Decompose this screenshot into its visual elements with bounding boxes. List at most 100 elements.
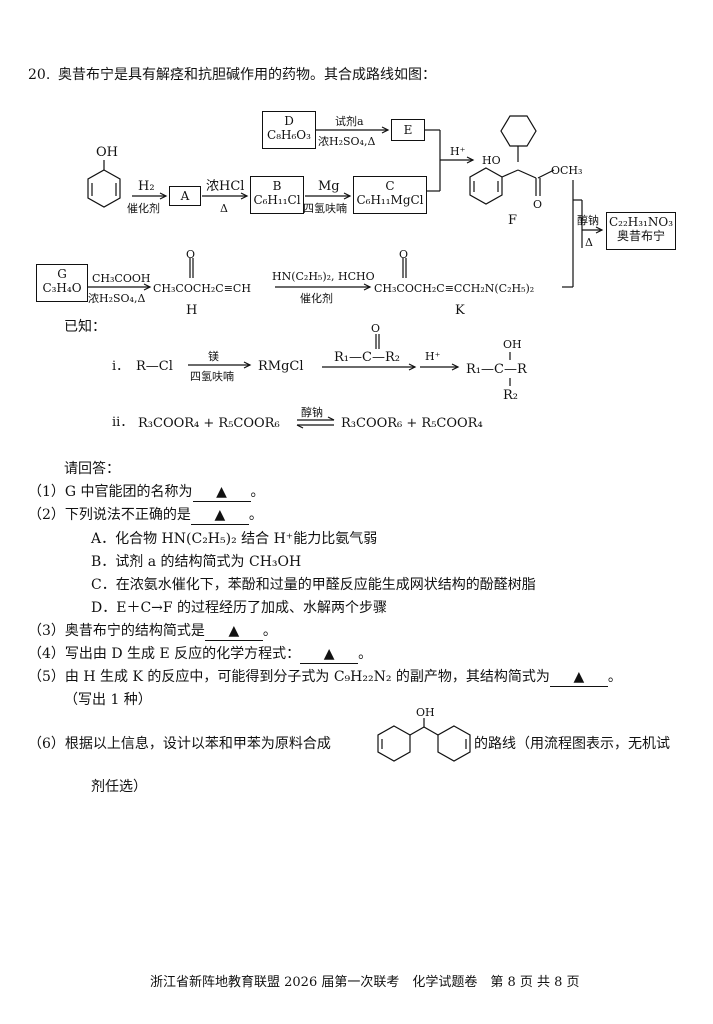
- F-hplus: H⁺: [450, 145, 466, 158]
- compound-B-label: B: [272, 179, 282, 193]
- phenol-ring-icon: [87, 169, 121, 208]
- compound-A: A: [169, 186, 201, 206]
- option-B: B．试剂 a 的结构简式为 CH₃OH: [91, 554, 302, 570]
- step1-reagent: H₂: [138, 179, 155, 194]
- option-A: A．化合物 HN(C₂H₅)₂ 结合 H⁺能力比氨气弱: [91, 531, 378, 547]
- D-reagent: 试剂a: [335, 115, 364, 128]
- compound-C-formula: C₆H₁₁MgCl: [356, 193, 424, 207]
- end-mark: 。: [358, 646, 373, 662]
- known-ii-right: R₃COOR₆ + R₅COOR₄: [341, 416, 483, 431]
- K-label: K: [455, 303, 465, 318]
- G-reagent: CH₃COOH: [92, 272, 151, 285]
- compound-E-label: E: [403, 123, 413, 137]
- end-mark: 。: [250, 484, 265, 500]
- blank-marker: ▲: [214, 507, 226, 523]
- known-heading: 已知：: [64, 319, 106, 335]
- question-6-oh: OH: [416, 706, 435, 719]
- end-mark: 。: [248, 507, 263, 523]
- compound-D: D C₈H₆O₃: [262, 111, 316, 149]
- HK-reagent: HN(C₂H₅)₂, HCHO: [272, 270, 375, 283]
- D-condition: 浓H₂SO₄,Δ: [318, 135, 376, 148]
- known-i-alcohol: R₁—C—R: [466, 362, 527, 377]
- question-6-part-b: 的路线（用流程图表示，无机试: [474, 736, 670, 752]
- compound-D-formula: C₈H₆O₃: [267, 128, 311, 142]
- question-3-text: （3）奥昔布宁的结构简式是: [28, 623, 205, 639]
- question-4-text: （4）写出由 D 生成 E 反应的化学方程式：: [28, 646, 301, 662]
- known-i-hplus: H⁺: [425, 350, 441, 363]
- cyclohexyl-ring-icon: [500, 115, 537, 147]
- compound-G-label: G: [57, 267, 67, 281]
- known-i-alcohol-oh: OH: [503, 338, 522, 351]
- answer-blank-2[interactable]: ▲: [190, 506, 249, 525]
- phenyl-ring-icon: [469, 167, 503, 205]
- answer-blank-5[interactable]: ▲: [549, 668, 608, 687]
- question-2: （2）下列说法不正确的是 ▲ 。: [28, 506, 263, 525]
- answer-blank-1[interactable]: ▲: [192, 483, 251, 502]
- compound-G-formula: C₃H₄O: [42, 281, 82, 295]
- known-i-alcohol-r2: R₂: [503, 388, 518, 403]
- question-6-part-a: （6）根据以上信息，设计以苯和甲苯为原料合成: [28, 736, 331, 752]
- question-1: （1）G 中官能团的名称为 ▲ 。: [28, 483, 265, 502]
- page-footer: 浙江省新阵地教育联盟 2026 届第一次联考 化学试题卷 第 8 页 共 8 页: [150, 975, 580, 990]
- question-6-part-c: 剂任选）: [91, 779, 147, 795]
- F-carbonyl-o: O: [533, 198, 543, 211]
- question-5-note: （写出 1 种）: [64, 692, 152, 708]
- questions-prompt: 请回答：: [64, 461, 120, 477]
- question-4: （4）写出由 D 生成 E 反应的化学方程式：▲。: [28, 645, 372, 664]
- K-carbonyl-o: O: [399, 248, 409, 261]
- product-name: 奥昔布宁: [616, 229, 665, 243]
- known-ii-number: ii．: [112, 415, 134, 430]
- step3-reagent: Mg: [318, 179, 340, 194]
- known-i-reactant: R—Cl: [136, 359, 173, 374]
- question-2-text: （2）下列说法不正确的是: [28, 507, 191, 523]
- product-formula: C₂₂H₃₁NO₃: [608, 215, 674, 229]
- compound-E: E: [391, 119, 425, 141]
- diphenyl-right-ring-icon: [437, 725, 471, 762]
- known-i-ketone-o: O: [371, 322, 381, 335]
- known-i-ketone: R₁—C—R₂: [334, 350, 400, 365]
- known-ii-reagent: 醇钠: [301, 406, 323, 419]
- F-och3: OCH₃: [551, 164, 583, 177]
- F-product-reagent: 醇钠: [577, 214, 599, 227]
- known-i-number: i．: [112, 359, 130, 374]
- product-box: C₂₂H₃₁NO₃ 奥昔布宁: [606, 212, 676, 250]
- compound-D-label: D: [284, 114, 294, 128]
- compound-B: B C₆H₁₁Cl: [250, 176, 304, 214]
- blank-marker: ▲: [228, 623, 240, 639]
- compound-G: G C₃H₄O: [36, 264, 88, 302]
- compound-C-label: C: [385, 179, 395, 193]
- question-1-text: （1）G 中官能团的名称为: [28, 484, 193, 500]
- H-label: H: [186, 303, 198, 318]
- option-D: D．E＋C→F 的过程经历了加成、水解两个步骤: [91, 600, 388, 616]
- step2-reagent: 浓HCl: [206, 179, 245, 194]
- option-C: C．在浓氨水催化下，苯酚和过量的甲醛反应能生成网状结构的酚醛树脂: [91, 577, 536, 593]
- question-number: 20.: [28, 67, 51, 83]
- H-structure: CH₃COCH₂C≡CH: [153, 282, 251, 295]
- blank-marker: ▲: [216, 484, 227, 500]
- K-structure: CH₃COCH₂C≡CCH₂N(C₂H₅)₂: [374, 282, 535, 295]
- F-label: F: [508, 213, 518, 228]
- answer-blank-3[interactable]: ▲: [204, 622, 263, 641]
- compound-B-formula: C₆H₁₁Cl: [253, 193, 301, 207]
- question-5-text: （5）由 H 生成 K 的反应中，可能得到分子式为 C₉H₂₂N₂ 的副产物，其…: [28, 669, 550, 685]
- F-product-condition: Δ: [585, 236, 593, 249]
- known-i-product: RMgCl: [258, 359, 304, 374]
- compound-C: C C₆H₁₁MgCl: [353, 176, 427, 214]
- step1-condition: 催化剂: [127, 202, 160, 215]
- H-carbonyl-o: O: [186, 248, 196, 261]
- question-intro: 奥昔布宁是具有解痉和抗胆碱作用的药物。其合成路线如图：: [58, 67, 436, 83]
- end-mark: 。: [607, 669, 622, 685]
- answer-blank-4[interactable]: ▲: [300, 645, 359, 664]
- compound-A-label: A: [180, 189, 190, 203]
- known-i-condition: 四氢呋喃: [190, 370, 234, 383]
- question-5: （5）由 H 生成 K 的反应中，可能得到分子式为 C₉H₂₂N₂ 的副产物，其…: [28, 668, 622, 687]
- HK-condition: 催化剂: [300, 292, 333, 305]
- question-3: （3）奥昔布宁的结构简式是▲。: [28, 622, 277, 641]
- G-condition: 浓H₂SO₄,Δ: [88, 292, 146, 305]
- step3-condition: 四氢呋喃: [303, 202, 347, 215]
- diphenyl-left-ring-icon: [377, 725, 411, 762]
- step2-condition: Δ: [220, 202, 228, 215]
- known-ii-left: R₃COOR₄ + R₅COOR₆: [138, 416, 280, 431]
- known-i-reagent: 镁: [208, 350, 219, 363]
